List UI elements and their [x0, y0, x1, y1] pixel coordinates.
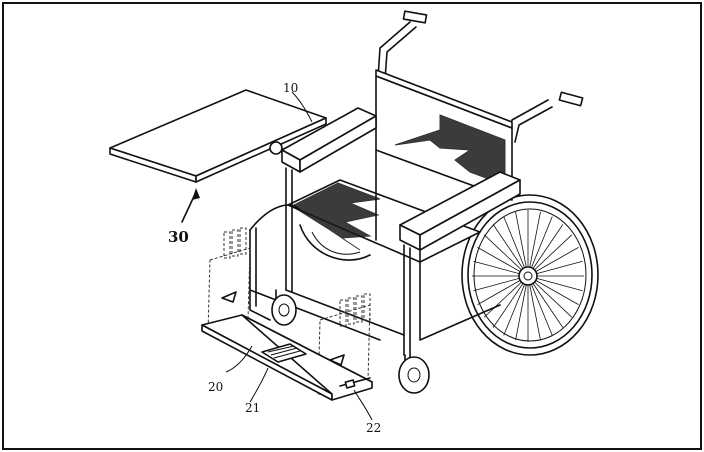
label-table: 30 [168, 228, 189, 246]
push-handle-right [507, 91, 584, 143]
caster-right [398, 354, 430, 394]
armrest-right [399, 171, 521, 251]
label-pedal: 21 [245, 401, 260, 415]
caster-left [271, 289, 297, 326]
wheel-spoke [515, 275, 529, 341]
wheel-spoke [492, 275, 529, 328]
wheel-spoke [527, 224, 564, 277]
rear-left-wheel [299, 224, 371, 261]
table-board [109, 89, 327, 183]
hinge-rod [339, 377, 371, 389]
wheel-spoke [527, 275, 553, 336]
wheel-spoke [503, 216, 529, 277]
armrest-left [269, 107, 377, 173]
wheel-spoke [527, 275, 564, 328]
footrest-phantom-left [207, 227, 251, 333]
push-handle-left [377, 10, 428, 81]
label-footrest: 20 [208, 380, 223, 394]
wheel-spoke [515, 211, 529, 277]
label-hinge: 22 [366, 421, 381, 435]
leaders [181, 91, 373, 421]
wheel-spoke [483, 275, 529, 318]
wheel-spoke [483, 234, 529, 277]
label-tray: 10 [283, 81, 298, 95]
backrest [375, 69, 513, 201]
wheel-spoke [492, 224, 529, 277]
rear-wheel [461, 194, 599, 356]
frame [249, 149, 501, 359]
wheel-spoke [527, 275, 573, 318]
wheel-spoke [527, 234, 573, 277]
pedal [261, 343, 307, 363]
wheel-spoke [527, 216, 553, 277]
wheel-spoke [527, 275, 541, 341]
wheel-spoke [527, 211, 541, 277]
wheel-spoke [503, 275, 529, 336]
